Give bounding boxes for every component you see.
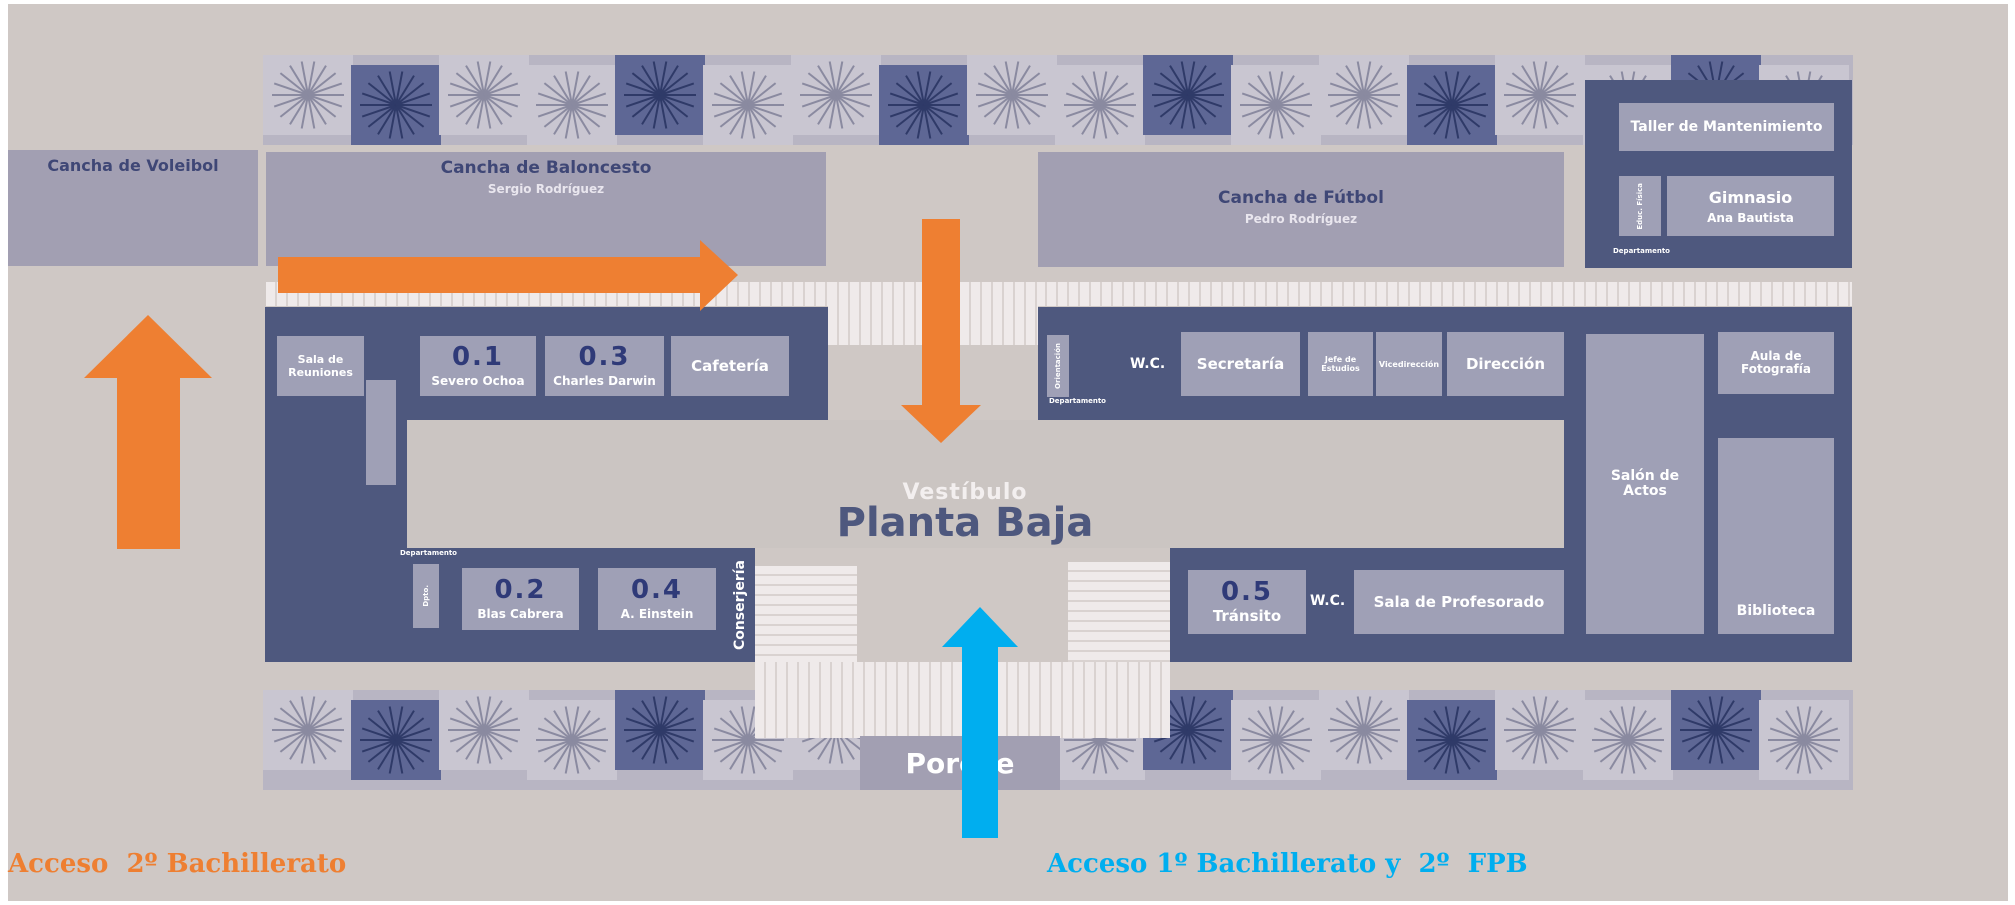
room-0-2-name: Blas Cabrera — [477, 607, 564, 621]
plant-icon — [791, 55, 881, 135]
salon-actos-room: Salón de Actos — [1586, 334, 1704, 634]
secretaria-room: Secretaría — [1181, 332, 1300, 396]
plant-icon — [615, 55, 705, 135]
football-court-label: Cancha de Fútbol — [1218, 188, 1384, 208]
plant-icon — [967, 55, 1057, 135]
access-left-label: Acceso 2º Bachillerato — [8, 849, 347, 879]
vicedireccion-label: Vicedirección — [1378, 359, 1440, 369]
plant-icon — [351, 700, 441, 780]
orange-arrow-up-icon — [84, 315, 212, 549]
wc-top-label: W.C. — [1130, 356, 1166, 372]
direccion-room: Dirección — [1447, 332, 1564, 396]
lobby — [407, 420, 1564, 548]
room-0-3-number: 0.3 — [578, 342, 631, 372]
room-0-3-name: Charles Darwin — [553, 374, 656, 388]
plant-icon — [527, 65, 617, 145]
jefatura-room: Jefe de Estudios — [1308, 332, 1373, 396]
room-0-1: 0.1 Severo Ochoa — [420, 336, 536, 396]
orange-arrow-right-icon — [278, 240, 738, 311]
biblioteca-room: Biblioteca — [1718, 438, 1834, 634]
room-0-5-number: 0.5 — [1220, 577, 1274, 607]
aula-fotografia-room: Aula de Fotografía — [1718, 332, 1834, 394]
lower-dept-label: Departamento — [400, 549, 457, 557]
plant-icon — [351, 65, 441, 145]
plant-icon — [1319, 55, 1409, 135]
sala-reuniones-extension — [366, 380, 396, 485]
plant-icon — [1055, 65, 1145, 145]
sala-profesorado-room: Sala de Profesorado — [1354, 570, 1564, 634]
room-0-4-number: 0.4 — [630, 575, 684, 605]
educacion-fisica-room: Educ. Física — [1619, 176, 1661, 236]
small-dept-room: Dpto. — [413, 564, 439, 628]
cafeteria-room: Cafetería — [671, 336, 789, 396]
gimnasio-label: Gimnasio — [1708, 187, 1793, 207]
volleyball-court: Cancha de Voleibol — [8, 150, 258, 266]
salon-actos-label: Salón de Actos — [1610, 468, 1680, 499]
orientacion-room: Orientación — [1047, 335, 1069, 397]
gimnasio-person: Ana Bautista — [1707, 210, 1794, 225]
plant-icon — [1231, 65, 1321, 145]
taller-room: Taller de Mantenimiento — [1619, 103, 1834, 151]
plant-icon — [879, 65, 969, 145]
biblioteca-label: Biblioteca — [1736, 603, 1816, 619]
plant-icon — [1495, 690, 1585, 770]
plant-icon — [1407, 700, 1497, 780]
room-0-2-number: 0.2 — [494, 575, 547, 605]
plant-icon — [263, 690, 353, 770]
orientacion-dept-label: Departamento — [1049, 397, 1106, 405]
room-0-1-name: Severo Ochoa — [431, 374, 525, 388]
volleyball-court-label: Cancha de Voleibol — [47, 156, 219, 175]
plant-icon — [527, 700, 617, 780]
right-stairs — [1068, 562, 1170, 662]
plant-icon — [1583, 700, 1673, 780]
access-right-label: Acceso 1º Bachillerato y 2º FPB — [1047, 849, 1528, 879]
room-0-5: 0.5 Tránsito — [1188, 570, 1306, 634]
cafeteria-label: Cafetería — [691, 357, 769, 375]
football-court: Cancha de Fútbol Pedro Rodríguez — [1038, 152, 1564, 267]
football-court-person: Pedro Rodríguez — [1244, 212, 1358, 226]
plant-icon — [1495, 55, 1585, 135]
aula-fotografia-label: Aula de Fotografía — [1741, 349, 1811, 376]
lobby-subtitle: Vestíbulo — [902, 480, 1028, 505]
room-0-4: 0.4 A. Einstein — [598, 568, 716, 630]
left-stairs — [755, 566, 857, 662]
sala-profesorado-label: Sala de Profesorado — [1373, 593, 1545, 611]
gimnasio-room: Gimnasio Ana Bautista — [1667, 176, 1834, 236]
orange-arrow-down-icon — [901, 219, 981, 443]
room-0-2: 0.2 Blas Cabrera — [462, 568, 579, 630]
basketball-court-label: Cancha de Baloncesto — [440, 158, 652, 178]
basketball-court: Cancha de Baloncesto Sergio Rodríguez — [266, 152, 826, 266]
room-0-4-name: A. Einstein — [620, 607, 694, 621]
blue-arrow-up-icon — [942, 607, 1018, 838]
direccion-label: Dirección — [1465, 355, 1546, 373]
wc-bottom-label: W.C. — [1310, 593, 1346, 609]
plant-icon — [1759, 700, 1849, 780]
plant-icon — [1231, 700, 1321, 780]
sala-reuniones-room: Sala de Reuniones — [277, 336, 364, 396]
plant-icon — [615, 690, 705, 770]
plant-icon — [1143, 55, 1233, 135]
vicedireccion-room: Vicedirección — [1376, 332, 1442, 396]
room-0-5-name: Tránsito — [1212, 607, 1282, 625]
secretaria-label: Secretaría — [1196, 355, 1285, 373]
plant-icon — [1407, 65, 1497, 145]
plant-icon — [439, 55, 529, 135]
basketball-court-person: Sergio Rodríguez — [487, 182, 605, 196]
plant-icon — [1319, 690, 1409, 770]
plant-icon — [439, 690, 529, 770]
plant-icon — [703, 65, 793, 145]
plant-icon — [1671, 690, 1761, 770]
jefatura-label: Jefe de Estudios — [1321, 355, 1360, 373]
room-0-3: 0.3 Charles Darwin — [545, 336, 664, 396]
floor-title: Planta Baja — [836, 500, 1094, 546]
taller-label: Taller de Mantenimiento — [1630, 119, 1823, 135]
plant-icon — [263, 55, 353, 135]
sala-reuniones-label: Sala de Reuniones — [288, 353, 353, 379]
gym-dept-label: Departamento — [1613, 247, 1670, 255]
room-0-1-number: 0.1 — [451, 342, 505, 372]
